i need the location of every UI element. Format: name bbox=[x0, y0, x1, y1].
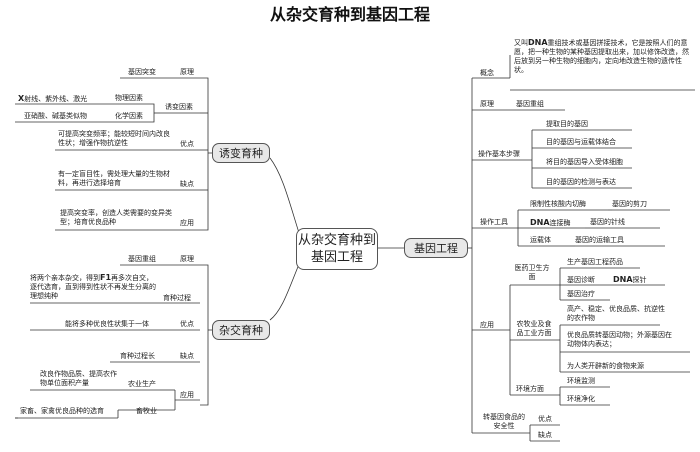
step-2: 目的基因与运载体结合 bbox=[546, 138, 616, 146]
cross-process-f1: F1 bbox=[100, 273, 112, 282]
mutation-disadvantage-text: 有一定盲目性，需处理大量的生物材料，再进行选择培育 bbox=[58, 170, 170, 187]
tool-2-name: DNA连接酶 bbox=[530, 218, 571, 228]
step-3: 将目的基因导入受体细胞 bbox=[546, 158, 623, 166]
chemical-factor-value: 亚硝酸、碱基类似物 bbox=[24, 112, 87, 120]
cross-animal-label: 畜牧业 bbox=[136, 407, 157, 415]
agri-item-2: 优良品质转基因动物；外源基因在动物体内表达； bbox=[567, 331, 672, 348]
dna-probe-prefix: DNA bbox=[613, 275, 633, 284]
cross-agri-label: 农业生产 bbox=[128, 380, 156, 388]
dna-probe-suffix: 探针 bbox=[632, 276, 647, 284]
mutation-advantage-text: 可提高突变频率；能较短时间内改良性状；增强作物抗逆性 bbox=[58, 130, 170, 147]
cross-advantage-label: 优点 bbox=[180, 320, 194, 328]
genetic-principle-label: 原理 bbox=[480, 100, 494, 108]
tool-1-name: 限制性核酸内切酶 bbox=[530, 200, 586, 208]
safety-advantage: 优点 bbox=[538, 415, 552, 423]
safety-disadvantage: 缺点 bbox=[538, 431, 552, 439]
mutation-principle-label: 原理 bbox=[180, 68, 194, 76]
mutation-disadvantage-label: 缺点 bbox=[180, 180, 194, 188]
mutation-factors-label: 诱变因素 bbox=[165, 103, 193, 111]
mutation-application-label: 应用 bbox=[180, 219, 194, 227]
physical-factor-label: 物理因素 bbox=[115, 94, 143, 102]
concept-text-1: 又叫 bbox=[514, 39, 528, 47]
cross-advantage-text: 能将多种优良性状集于一体 bbox=[65, 320, 149, 328]
cross-disadvantage-label: 缺点 bbox=[180, 352, 194, 360]
cross-application-label: 应用 bbox=[180, 391, 194, 399]
cross-process-text-1: 将两个亲本杂交，得到 bbox=[30, 274, 100, 282]
cross-disadvantage-value: 育种过程长 bbox=[120, 352, 155, 360]
cross-agri-text: 改良作物品质、提高农作物单位面积产量 bbox=[40, 370, 117, 387]
medicine-item-3: 基因治疗 bbox=[567, 290, 595, 298]
genetic-application-label: 应用 bbox=[480, 321, 494, 329]
physical-factor-rest: 射线、紫外线、激光 bbox=[24, 95, 88, 103]
env-item-1: 环境监测 bbox=[567, 377, 595, 385]
hub-mutation-breeding: 诱变育种 bbox=[212, 143, 270, 163]
tool-1-role: 基因的剪刀 bbox=[612, 200, 647, 208]
env-label: 环境方面 bbox=[516, 385, 544, 393]
cross-animal-text: 家畜、家禽优良品种的选育 bbox=[20, 407, 104, 415]
genetic-tools-label: 操作工具 bbox=[480, 218, 508, 226]
chemical-factor-label: 化学因素 bbox=[115, 112, 143, 120]
medicine-item-2: 基因诊断 DNA探针 bbox=[567, 275, 647, 285]
physical-factor-prefix: X bbox=[18, 94, 25, 103]
tool-2-role: 基因的针线 bbox=[590, 218, 625, 226]
step-4: 目的基因的检测与表达 bbox=[546, 178, 616, 186]
concept-dna: DNA bbox=[528, 38, 548, 47]
genetic-concept-text: 又叫DNA重组技术或基因拼接技术，它是按照人们的意愿，把一种生物的某种基因提取出… bbox=[514, 38, 692, 75]
page-title: 从杂交育种到基因工程 bbox=[269, 5, 430, 24]
tool-3-role: 基因的运输工具 bbox=[575, 236, 624, 244]
cross-principle-label: 原理 bbox=[180, 255, 194, 263]
genetic-principle-value: 基因重组 bbox=[516, 100, 544, 108]
step-1: 提取目的基因 bbox=[546, 120, 588, 128]
tool-2-dna: DNA bbox=[530, 218, 550, 227]
genetic-concept-label: 概念 bbox=[480, 69, 494, 77]
cross-process-text-2: 再多次自交，逐代选育，直到得到性状不再发生分离的理想纯种 bbox=[30, 274, 156, 300]
hub-cross-breeding: 杂交育种 bbox=[212, 320, 270, 340]
cross-principle-value: 基因重组 bbox=[128, 255, 156, 263]
agri-item-1: 高产、稳定、优良品质、抗逆性的农作物 bbox=[567, 305, 665, 322]
env-item-2: 环境净化 bbox=[567, 395, 595, 403]
genetic-steps-label: 操作基本步骤 bbox=[478, 150, 520, 158]
medicine-item-1: 生产基因工程药品 bbox=[567, 258, 623, 266]
hub-genetic-engineering: 基因工程 bbox=[404, 238, 468, 258]
agri-item-3: 为人类开辟新的食物来源 bbox=[567, 362, 644, 370]
center-node: 从杂交育种到基因工程 bbox=[296, 228, 378, 270]
tool-3-name: 运载体 bbox=[530, 236, 551, 244]
cross-process-text: 将两个亲本杂交，得到F1再多次自交，逐代选育，直到得到性状不再发生分离的理想纯种 bbox=[30, 273, 158, 301]
physical-factor-value: X射线、紫外线、激光 bbox=[18, 94, 87, 104]
cross-process-label: 育种过程 bbox=[163, 294, 191, 302]
mutation-principle-value: 基因突变 bbox=[128, 68, 156, 76]
mutation-advantage-label: 优点 bbox=[180, 140, 194, 148]
concept-text-2: 重组技术或基因拼接技术，它是按照人们的意愿，把一种生物的某种基因提取出来，加以修… bbox=[514, 39, 689, 74]
tool-2-name-rest: 连接酶 bbox=[549, 219, 571, 227]
safety-label: 转基因食品的安全性 bbox=[483, 413, 525, 430]
medicine-item-2-text: 基因诊断 bbox=[567, 276, 595, 284]
medicine-label: 医药卫生方面 bbox=[514, 264, 550, 281]
mutation-application-text: 提高突变率，创造人类需要的变异类型；培育优良品种 bbox=[60, 209, 172, 226]
agri-food-label: 农牧业及食品工业方面 bbox=[516, 320, 552, 337]
